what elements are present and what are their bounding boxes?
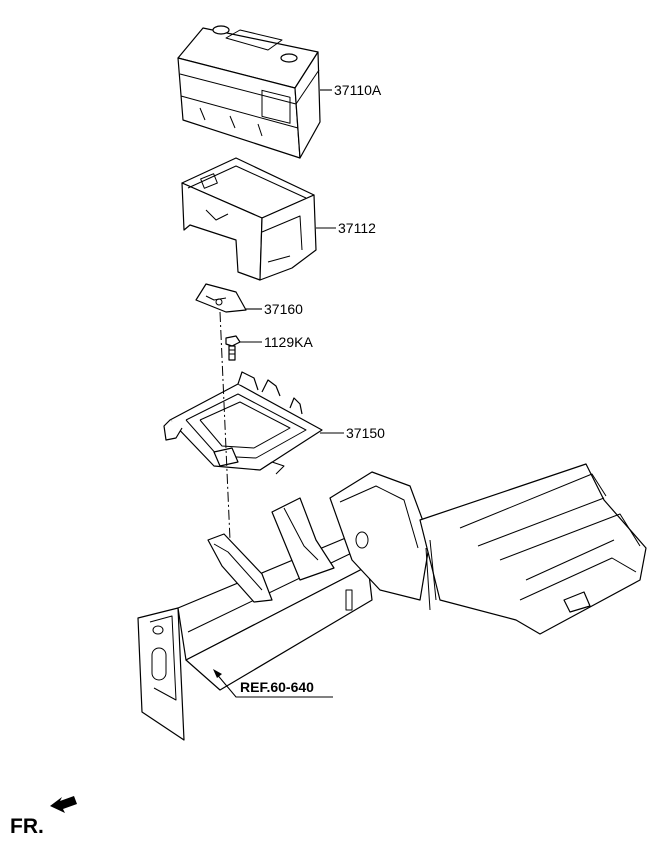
front-direction-indicator: FR. <box>10 796 77 838</box>
body-frame-drawing <box>137 463 647 741</box>
front-arrow-icon <box>50 796 77 813</box>
callout-tray: 37150 <box>346 425 385 441</box>
assembly-centerline <box>219 311 231 541</box>
callout-bolt: 1129KA <box>264 334 313 350</box>
callout-battery-cover: 37112 <box>338 220 376 236</box>
battery-drawing <box>177 25 321 159</box>
callout-battery: 37110A <box>334 82 382 98</box>
reference-label: REF.60-640 <box>240 679 314 695</box>
leader-reference <box>214 671 333 698</box>
bolt-drawing <box>225 335 241 361</box>
battery-cover-drawing <box>181 157 317 281</box>
front-label: FR. <box>10 815 44 838</box>
callout-clamp: 37160 <box>264 301 303 317</box>
battery-tray-drawing <box>163 371 323 475</box>
clamp-drawing <box>195 283 247 313</box>
reference-arrowhead <box>213 669 222 678</box>
